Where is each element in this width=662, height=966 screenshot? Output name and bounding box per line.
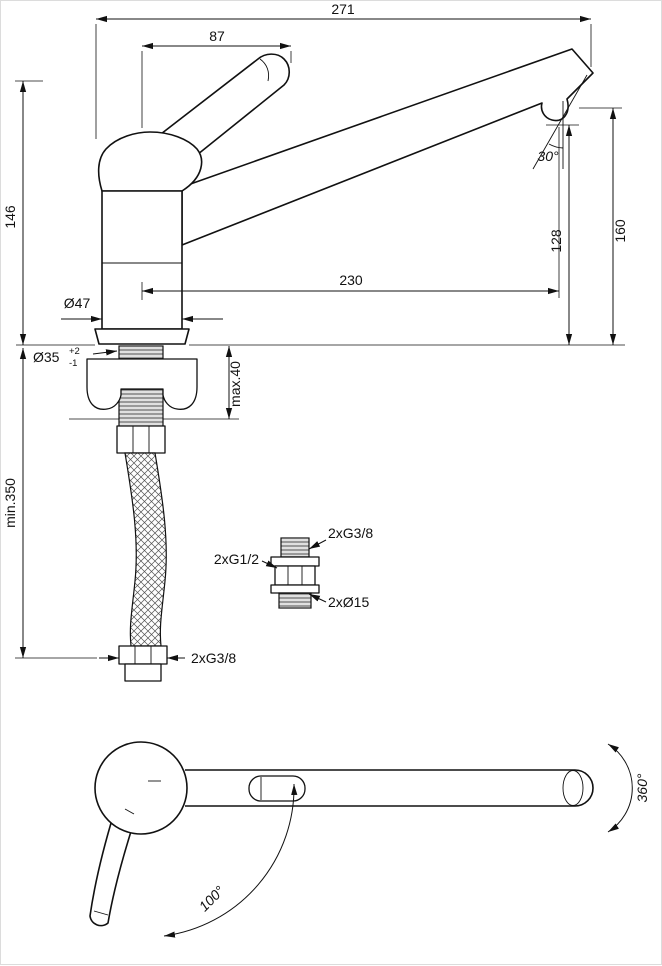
dim-outlet-angle: 30° bbox=[532, 74, 588, 170]
adapter-pipe-dia-label: 2xØ15 bbox=[328, 594, 369, 610]
dim-spout-swivel: 360° bbox=[607, 743, 650, 833]
flexible-hose bbox=[124, 452, 167, 647]
fixing-nut bbox=[116, 425, 166, 454]
base-escutcheon bbox=[94, 328, 190, 345]
mixer-cap bbox=[97, 131, 203, 192]
dim-30deg-label: 30° bbox=[537, 148, 559, 164]
dim-min350: min.350 bbox=[2, 348, 97, 659]
hose-connection-label: 2xG3/8 bbox=[191, 650, 236, 666]
dim-230-label: 230 bbox=[339, 272, 363, 288]
dim-max40-label: max.40 bbox=[227, 361, 243, 407]
dim-360deg-label: 360° bbox=[634, 773, 650, 802]
dim-d47-label: Ø47 bbox=[64, 295, 91, 311]
dim-271-label: 271 bbox=[331, 1, 355, 17]
adapter-fitting bbox=[270, 537, 320, 609]
dim-271: 271 bbox=[95, 1, 592, 139]
dim-max40: max.40 bbox=[225, 346, 243, 419]
faucet-body bbox=[101, 190, 183, 330]
hose-end-fitting bbox=[118, 645, 168, 682]
dim-230: 230 bbox=[141, 127, 560, 300]
lever-knob-line bbox=[259, 58, 270, 82]
spout bbox=[181, 48, 594, 246]
adapter-mid-thread-label: 2xG1/2 bbox=[214, 551, 259, 567]
dim-87: 87 bbox=[141, 28, 292, 128]
cap-mark-lower bbox=[124, 808, 135, 815]
adapter-callouts: 2xG3/8 2xG1/2 2xØ15 bbox=[214, 525, 373, 610]
dim-min350-label: min.350 bbox=[2, 478, 18, 528]
spout-tip-ellipse bbox=[562, 770, 584, 806]
body-cap-top bbox=[94, 741, 188, 835]
dim-128: 128 bbox=[546, 124, 579, 345]
dim-100deg-label: 100° bbox=[196, 882, 228, 914]
spout-top bbox=[185, 769, 594, 807]
adapter-top-thread-label: 2xG3/8 bbox=[328, 525, 373, 541]
dim-146-label: 146 bbox=[2, 205, 18, 229]
top-view: 100° 360° bbox=[89, 741, 650, 938]
lever-tip-top bbox=[248, 775, 306, 802]
lever-arm-detail-line bbox=[93, 910, 109, 916]
dim-d35-tol-plus: +2 bbox=[69, 346, 80, 357]
dim-d35-label: Ø35 bbox=[33, 349, 60, 365]
dim-d35-tol-minus: -1 bbox=[69, 358, 77, 369]
dim-87-label: 87 bbox=[209, 28, 225, 44]
dim-146: 146 bbox=[2, 80, 43, 345]
dim-160-label: 160 bbox=[612, 219, 628, 243]
dim-hole-diameter: Ø35 +2 -1 bbox=[33, 346, 118, 369]
dim-body-diameter: Ø47 bbox=[61, 295, 223, 323]
dim-hose-connection: 2xG3/8 bbox=[99, 650, 236, 666]
dim-160: 160 bbox=[579, 107, 628, 345]
dim-128-label: 128 bbox=[548, 229, 564, 253]
mounting-bracket bbox=[86, 358, 198, 410]
side-view: 271 87 146 min.350 230 Ø47 bbox=[2, 1, 628, 682]
